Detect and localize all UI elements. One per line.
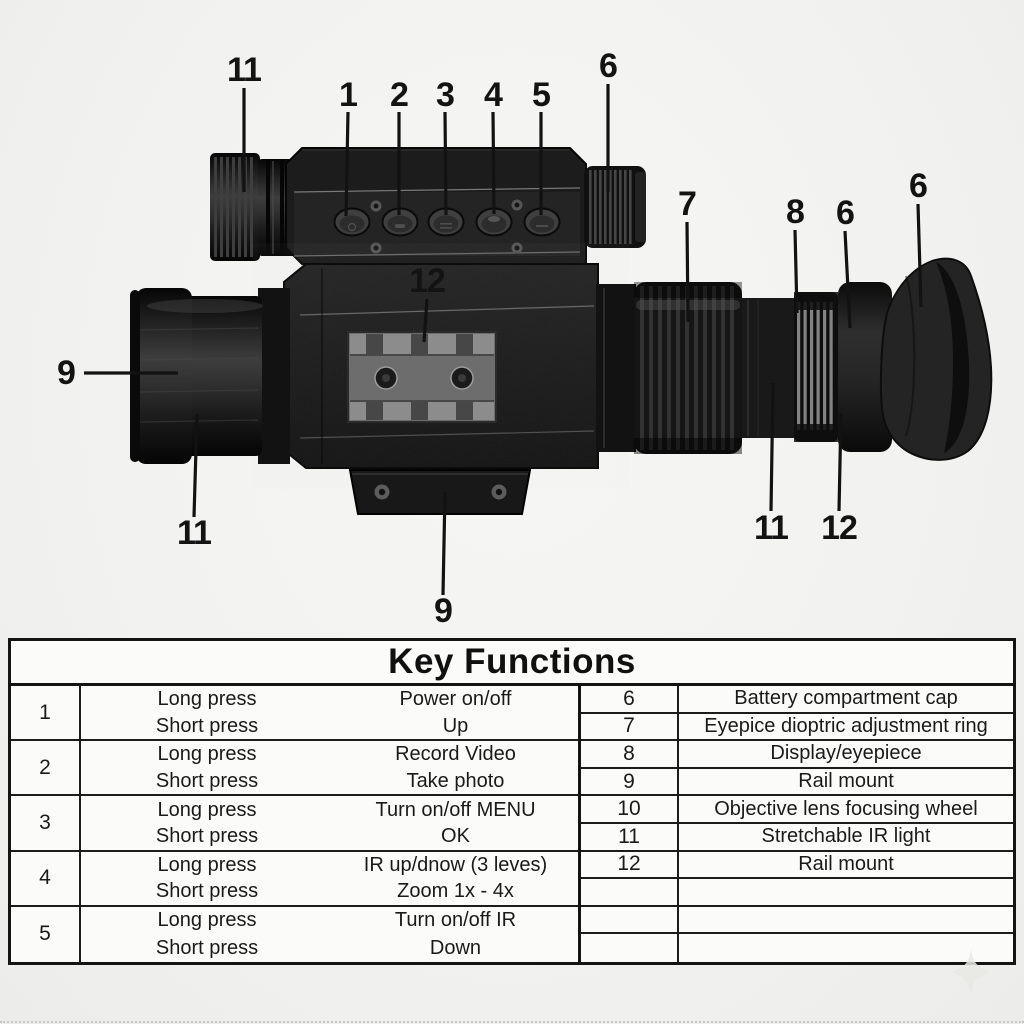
callout-lines [84, 84, 923, 596]
device-illustration [84, 84, 993, 596]
part-number-cell [581, 879, 679, 907]
button-row [333, 207, 561, 237]
callout-label-5-part-5: 5 [532, 76, 551, 114]
watermark-sparkle-icon [951, 949, 991, 995]
key-number-cell: 3 [11, 796, 81, 852]
callout-line-12 [422, 298, 429, 343]
callout-label-9-part-6: 6 [836, 194, 855, 232]
callout-line-8 [793, 229, 799, 314]
key-number-cell: 2 [11, 741, 81, 797]
callout-label-14-part-9: 9 [434, 592, 453, 630]
callout-label-13-part-11: 11 [177, 514, 212, 552]
rail-screw [450, 366, 474, 390]
part-number-cell: 6 [581, 686, 679, 714]
part-desc-cell: Stretchable IR light [679, 824, 1013, 852]
function-cell: OK [333, 824, 581, 852]
callout-label-8-part-8: 8 [786, 193, 805, 231]
press-type-cell: Short press [81, 714, 333, 742]
press-type-cell: Short press [81, 769, 333, 797]
press-type-cell: Long press [157, 853, 257, 876]
panel-screws [370, 199, 523, 254]
objective-lens [130, 288, 290, 464]
callout-line-10 [916, 203, 923, 308]
part-desc-cell: Battery compartment cap [679, 686, 1013, 714]
callout-line-15 [769, 382, 775, 512]
part-number-cell [581, 906, 679, 935]
callout-label-11-part-9: 9 [57, 354, 76, 392]
callout-line-9 [843, 230, 852, 329]
callout-line-14 [441, 491, 447, 596]
button-power-up [333, 207, 371, 237]
press-type-cell: Long press [157, 909, 257, 932]
part-desc-cell [679, 907, 1013, 935]
callout-label-2-part-2: 2 [390, 76, 409, 114]
callout-label-12-part-12: 12 [409, 262, 446, 300]
function-cell: Turn on/off IR [333, 906, 581, 935]
table-title: Key Functions [11, 641, 1013, 686]
function-cell: IR up/dnow (3 leves) [333, 851, 581, 880]
press-type-cell: Long press [157, 743, 257, 766]
part-number-cell: 9 [581, 768, 679, 797]
part-desc-cell: Display/eyepiece [679, 741, 1013, 769]
callout-label-4-part-4: 4 [484, 76, 503, 114]
part-desc-cell [679, 879, 1013, 907]
side-rail-mount [347, 331, 497, 423]
function-cell: Turn on/off MENU [333, 796, 581, 824]
function-cell: Zoom 1x - 4x [333, 879, 581, 907]
eyecup-base [838, 282, 892, 452]
function-cell: Power on/off [333, 686, 581, 714]
part-desc-cell: Rail mount [679, 769, 1013, 797]
part-number-cell: 12 [581, 851, 679, 880]
press-type-cell: Short press [81, 879, 333, 907]
button-ir-down [523, 207, 561, 237]
rail-screw [374, 366, 398, 390]
function-cell: Take photo [333, 768, 581, 797]
battery-cap [584, 166, 646, 248]
part-desc-cell: Eyepice dioptric adjustment ring [679, 714, 1013, 742]
part-number-cell: 7 [581, 713, 679, 742]
callout-line-1 [344, 111, 350, 217]
part-desc-cell: Objective lens focusing wheel [679, 796, 1013, 824]
part-number-cell: 10 [581, 796, 679, 824]
callout-label-16-part-12: 12 [821, 509, 858, 547]
button-ir-zoom [475, 207, 513, 237]
callout-line-16 [837, 412, 843, 512]
part-desc-cell: Rail mount [679, 852, 1013, 880]
press-type-cell: Long press [157, 798, 257, 821]
eyepiece-assembly [596, 257, 993, 461]
callout-label-15-part-11: 11 [754, 509, 789, 547]
callout-line-3 [443, 111, 448, 216]
bottom-dotted-edge [0, 1021, 1024, 1023]
function-cell: Up [333, 713, 581, 742]
callout-label-1-part-1: 1 [339, 76, 358, 114]
eyecup [879, 257, 993, 461]
callout-line-4 [491, 111, 496, 215]
callout-label-7-part-7: 7 [678, 185, 697, 223]
callout-line-7 [685, 221, 690, 323]
press-type-cell: Long press [157, 688, 257, 711]
key-number-cell: 1 [11, 686, 81, 742]
control-head [285, 147, 587, 265]
part-number-cell [581, 934, 679, 962]
callout-label-0-part-11: 11 [227, 51, 262, 89]
callout-label-3-part-3: 3 [436, 76, 455, 114]
callout-label-6-part-6: 6 [599, 47, 618, 85]
part-number-cell: 11 [581, 824, 679, 852]
function-cell: Down [333, 934, 581, 962]
dioptric-ring [634, 282, 742, 454]
bottom-rail-mount [348, 469, 532, 515]
key-number-cell: 4 [11, 851, 81, 907]
button-record-photo [381, 207, 419, 237]
press-type-cell: Short press [155, 936, 259, 959]
press-type-cell: Short press [81, 824, 333, 852]
function-cell: Record Video [333, 741, 581, 769]
part-number-cell: 8 [581, 741, 679, 769]
display-eyepiece-ring [794, 292, 838, 442]
callout-line-13 [192, 413, 199, 518]
key-number-cell: 5 [11, 906, 81, 962]
callout-label-10-part-6: 6 [909, 167, 928, 205]
